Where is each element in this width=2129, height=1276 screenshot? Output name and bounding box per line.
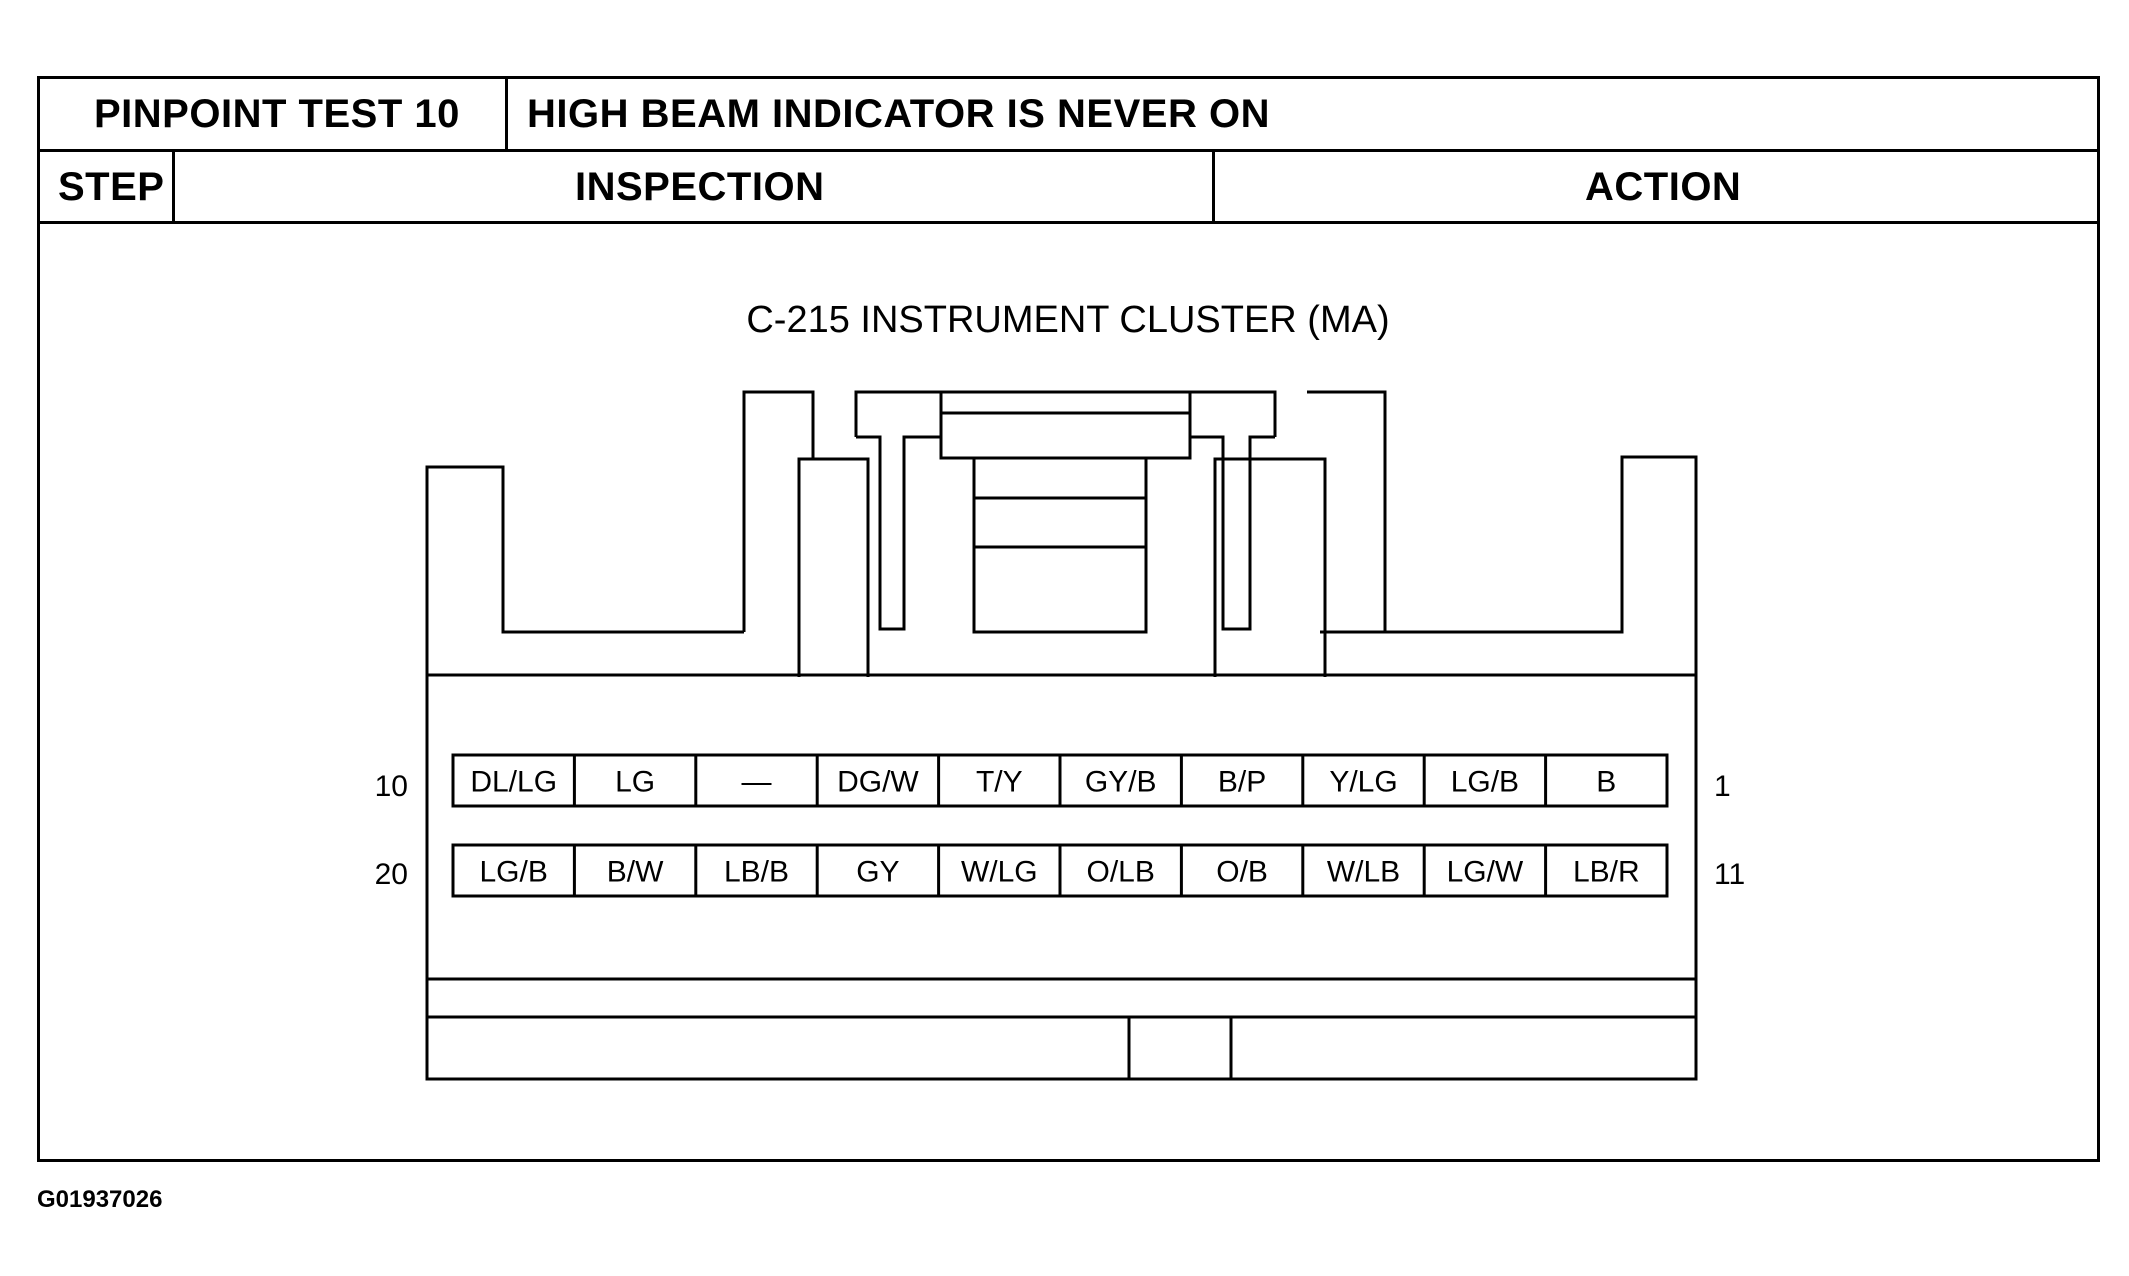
wire-color-label: LG/B xyxy=(1451,766,1519,799)
wire-color-label: LG/W xyxy=(1447,856,1524,889)
connector-title: C-215 INSTRUMENT CLUSTER (MA) xyxy=(746,299,1389,341)
wire-color-label: GY xyxy=(856,856,899,889)
connector-right-inner-post xyxy=(1213,457,1327,677)
pin-label-10: 10 xyxy=(375,770,408,803)
wire-color-label: DL/LG xyxy=(470,766,557,799)
wire-color-label: B/P xyxy=(1218,766,1266,799)
connector-right-tab xyxy=(1320,455,1698,677)
wire-color-label: DG/W xyxy=(837,766,919,799)
wire-color-label: LB/B xyxy=(724,856,789,889)
connector-left-tab xyxy=(425,465,744,677)
pin-row-1: DL/LG LG — DG/W T/Y GY/B B/P Y/LG LG/B B xyxy=(451,753,1669,808)
wire-color-label: — xyxy=(742,766,772,799)
pin-label-11: 11 xyxy=(1714,858,1745,891)
step-column-header: STEP xyxy=(58,165,165,209)
action-divider xyxy=(1212,149,1215,221)
title-divider xyxy=(505,79,508,149)
wire-color-label: W/LG xyxy=(961,856,1038,889)
figure-id: G01937026 xyxy=(37,1186,163,1213)
inspection-column-header: INSPECTION xyxy=(575,165,825,209)
step-divider xyxy=(172,149,175,221)
wire-color-label: LG xyxy=(615,766,655,799)
pin-label-20: 20 xyxy=(375,858,408,891)
connector-base-right xyxy=(1229,979,1698,1081)
wire-color-label: Y/LG xyxy=(1329,766,1397,799)
latch-center-block xyxy=(972,456,1148,634)
wire-color-label: LG/B xyxy=(480,856,548,889)
connector-right-outer-post xyxy=(1307,390,1387,632)
wire-color-label: LB/R xyxy=(1573,856,1640,889)
connector-body xyxy=(425,390,1698,1081)
header-divider xyxy=(40,149,2097,152)
pin-label-1: 1 xyxy=(1714,770,1731,803)
test-label: PINPOINT TEST 10 xyxy=(94,92,460,136)
wire-color-label: O/B xyxy=(1216,856,1268,889)
connector-left-inner-post xyxy=(797,457,870,677)
wire-color-label: O/LB xyxy=(1087,856,1155,889)
latch-right-hook xyxy=(1190,435,1275,631)
latch-left-hook xyxy=(856,435,941,631)
connector-base-left xyxy=(425,979,1131,1081)
wire-color-label: B/W xyxy=(607,856,664,889)
connector-left-outer-post xyxy=(742,390,815,632)
column-header-divider xyxy=(40,221,2097,224)
wire-color-label: B xyxy=(1596,766,1616,799)
pinpoint-test-frame: PINPOINT TEST 10 HIGH BEAM INDICATOR IS … xyxy=(37,76,2100,1162)
wire-color-label: T/Y xyxy=(976,766,1023,799)
action-column-header: ACTION xyxy=(1585,165,1742,209)
test-title: HIGH BEAM INDICATOR IS NEVER ON xyxy=(527,92,1270,136)
pin-row-2: LG/B B/W LB/B GY W/LG O/LB O/B W/LB LG/W LB/R xyxy=(451,843,1669,898)
wire-color-label: GY/B xyxy=(1085,766,1157,799)
connector-housing xyxy=(425,673,1698,981)
latch-bar xyxy=(939,390,1192,460)
wire-color-label: W/LB xyxy=(1327,856,1400,889)
